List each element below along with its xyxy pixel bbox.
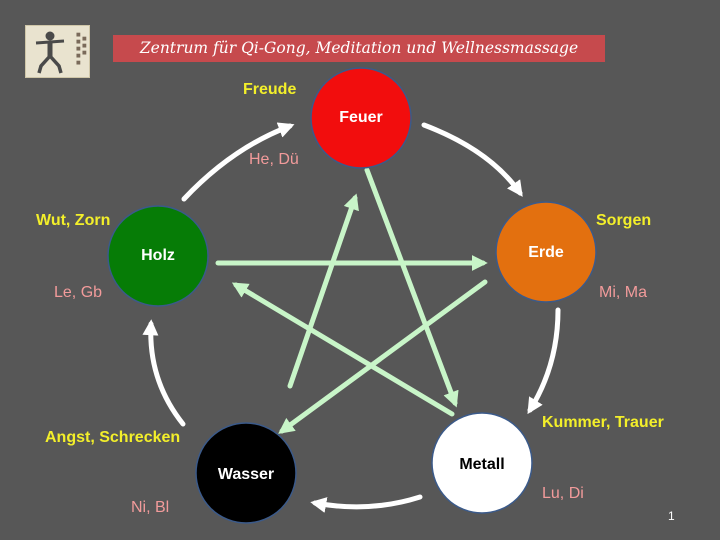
svg-text:■: ■ xyxy=(76,53,81,59)
erde-circle xyxy=(495,201,597,303)
page-title: Zentrum für Qi-Gong, Meditation und Well… xyxy=(113,35,605,62)
element-metall: Metall xyxy=(431,412,533,514)
organs-holz: Le, Gb xyxy=(54,284,103,301)
qigong-logo-icon: ■■■ ■■■ ■■ xyxy=(25,25,90,78)
holz-circle xyxy=(107,205,209,307)
svg-text:■: ■ xyxy=(76,39,81,45)
svg-text:■: ■ xyxy=(76,60,81,66)
control-arrow-erde-wasser xyxy=(278,279,488,434)
svg-text:■: ■ xyxy=(76,46,81,52)
cycle-arrow-erde-metall xyxy=(527,307,561,415)
metall-label: Metall xyxy=(459,456,504,473)
svg-text:■: ■ xyxy=(76,32,81,38)
organs-metall: Lu, Di xyxy=(542,485,584,502)
wasser-circle xyxy=(195,422,297,524)
cycle-arrow-feuer-erde xyxy=(421,122,523,197)
holz-label: Holz xyxy=(141,247,175,264)
cycle-arrow-metall-wasser xyxy=(310,494,423,513)
emotion-erde: Sorgen xyxy=(596,212,652,229)
control-arrow-wasser-feuer xyxy=(287,193,359,389)
cycle-arrow-holz-feuer xyxy=(181,122,295,202)
emotion-wasser: Angst, Schrecken xyxy=(45,429,181,446)
feuer-label: Feuer xyxy=(339,109,383,126)
svg-text:■: ■ xyxy=(82,50,87,56)
metall-circle xyxy=(431,412,533,514)
erde-label: Erde xyxy=(528,244,564,261)
organs-wasser: Ni, Bl xyxy=(131,499,170,516)
emotion-metall: Kummer, Trauer xyxy=(542,414,664,431)
svg-text:■: ■ xyxy=(82,36,87,42)
element-feuer: Feuer xyxy=(310,67,412,169)
organs-feuer: He, Dü xyxy=(249,151,299,168)
cycle-arrow-wasser-holz xyxy=(142,319,186,427)
control-arrow-metall-holz xyxy=(231,282,455,417)
feuer-circle xyxy=(310,67,412,169)
element-holz: Holz xyxy=(107,205,209,307)
control-arrow-feuer-metall xyxy=(364,167,459,408)
svg-text:■: ■ xyxy=(82,43,87,49)
element-erde: Erde xyxy=(495,201,597,303)
wasser-label: Wasser xyxy=(218,466,274,483)
page-number: 1 xyxy=(668,509,675,523)
organs-erde: Mi, Ma xyxy=(599,284,647,301)
emotion-feuer: Freude xyxy=(243,81,297,98)
element-wasser: Wasser xyxy=(195,422,297,524)
emotion-holz: Wut, Zorn xyxy=(36,212,111,229)
